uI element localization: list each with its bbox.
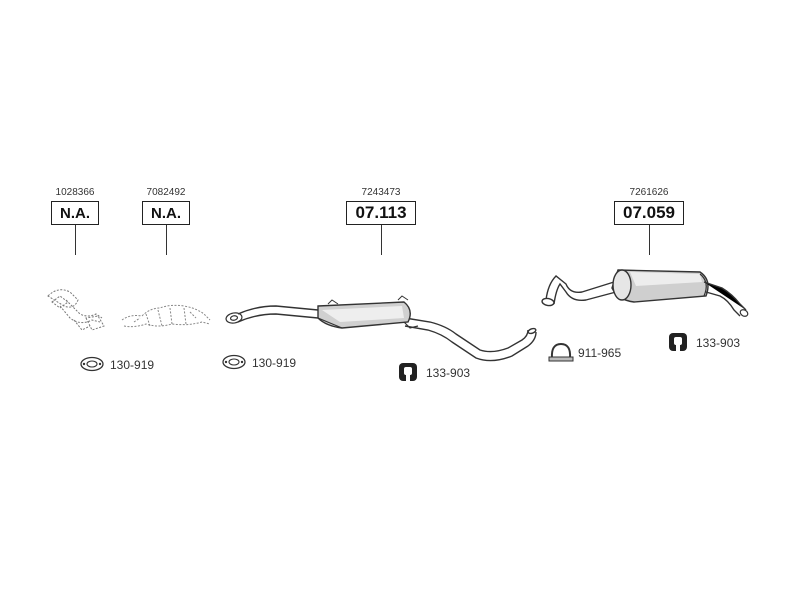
ref-number: 1028366 xyxy=(55,187,95,198)
rear-pipe-icon xyxy=(541,275,617,307)
catalytic-converter-icon xyxy=(121,304,211,328)
accessory-code-mount-1[interactable]: 133-903 xyxy=(426,366,471,380)
front-flange-icon xyxy=(225,312,243,324)
callout-catalytic-converter[interactable]: 7082492 N.A. xyxy=(141,187,191,255)
rubber-mount-icon xyxy=(399,363,417,381)
accessory-code-gasket-2[interactable]: 130-919 xyxy=(252,356,297,370)
leader-line xyxy=(74,225,76,255)
ref-number: 7082492 xyxy=(146,187,186,198)
ref-number: 7243473 xyxy=(361,187,401,198)
part-number: 07.113 xyxy=(355,203,407,222)
part-number: 07.059 xyxy=(623,203,675,222)
exhaust-manifold-icon xyxy=(47,289,105,331)
gasket-icon xyxy=(222,354,246,370)
leader-line xyxy=(165,225,167,255)
part-number: N.A. xyxy=(151,204,181,222)
gasket-icon xyxy=(80,356,104,372)
accessory-code-mount-2[interactable]: 133-903 xyxy=(696,336,741,350)
callout-manifold[interactable]: 1028366 N.A. xyxy=(50,187,100,255)
rear-silencer-icon xyxy=(611,269,749,317)
part-box[interactable]: N.A. xyxy=(142,201,190,225)
pipe-clamp-icon xyxy=(548,342,574,362)
middle-silencer-icon xyxy=(317,295,419,329)
part-number: N.A. xyxy=(60,204,90,222)
leader-line xyxy=(380,225,382,255)
callout-rear-silencer[interactable]: 7261626 07.059 xyxy=(613,187,685,255)
part-box[interactable]: N.A. xyxy=(51,201,99,225)
part-box[interactable]: 07.113 xyxy=(346,201,416,225)
accessory-code-gasket-1[interactable]: 130-919 xyxy=(110,358,155,372)
leader-line xyxy=(648,225,650,255)
part-box[interactable]: 07.059 xyxy=(614,201,684,225)
accessory-code-clamp[interactable]: 911-965 xyxy=(578,346,622,360)
rubber-mount-icon xyxy=(669,333,687,351)
callout-middle-silencer[interactable]: 7243473 07.113 xyxy=(345,187,417,255)
middle-pipe-icon xyxy=(237,305,537,362)
ref-number: 7261626 xyxy=(629,187,669,198)
